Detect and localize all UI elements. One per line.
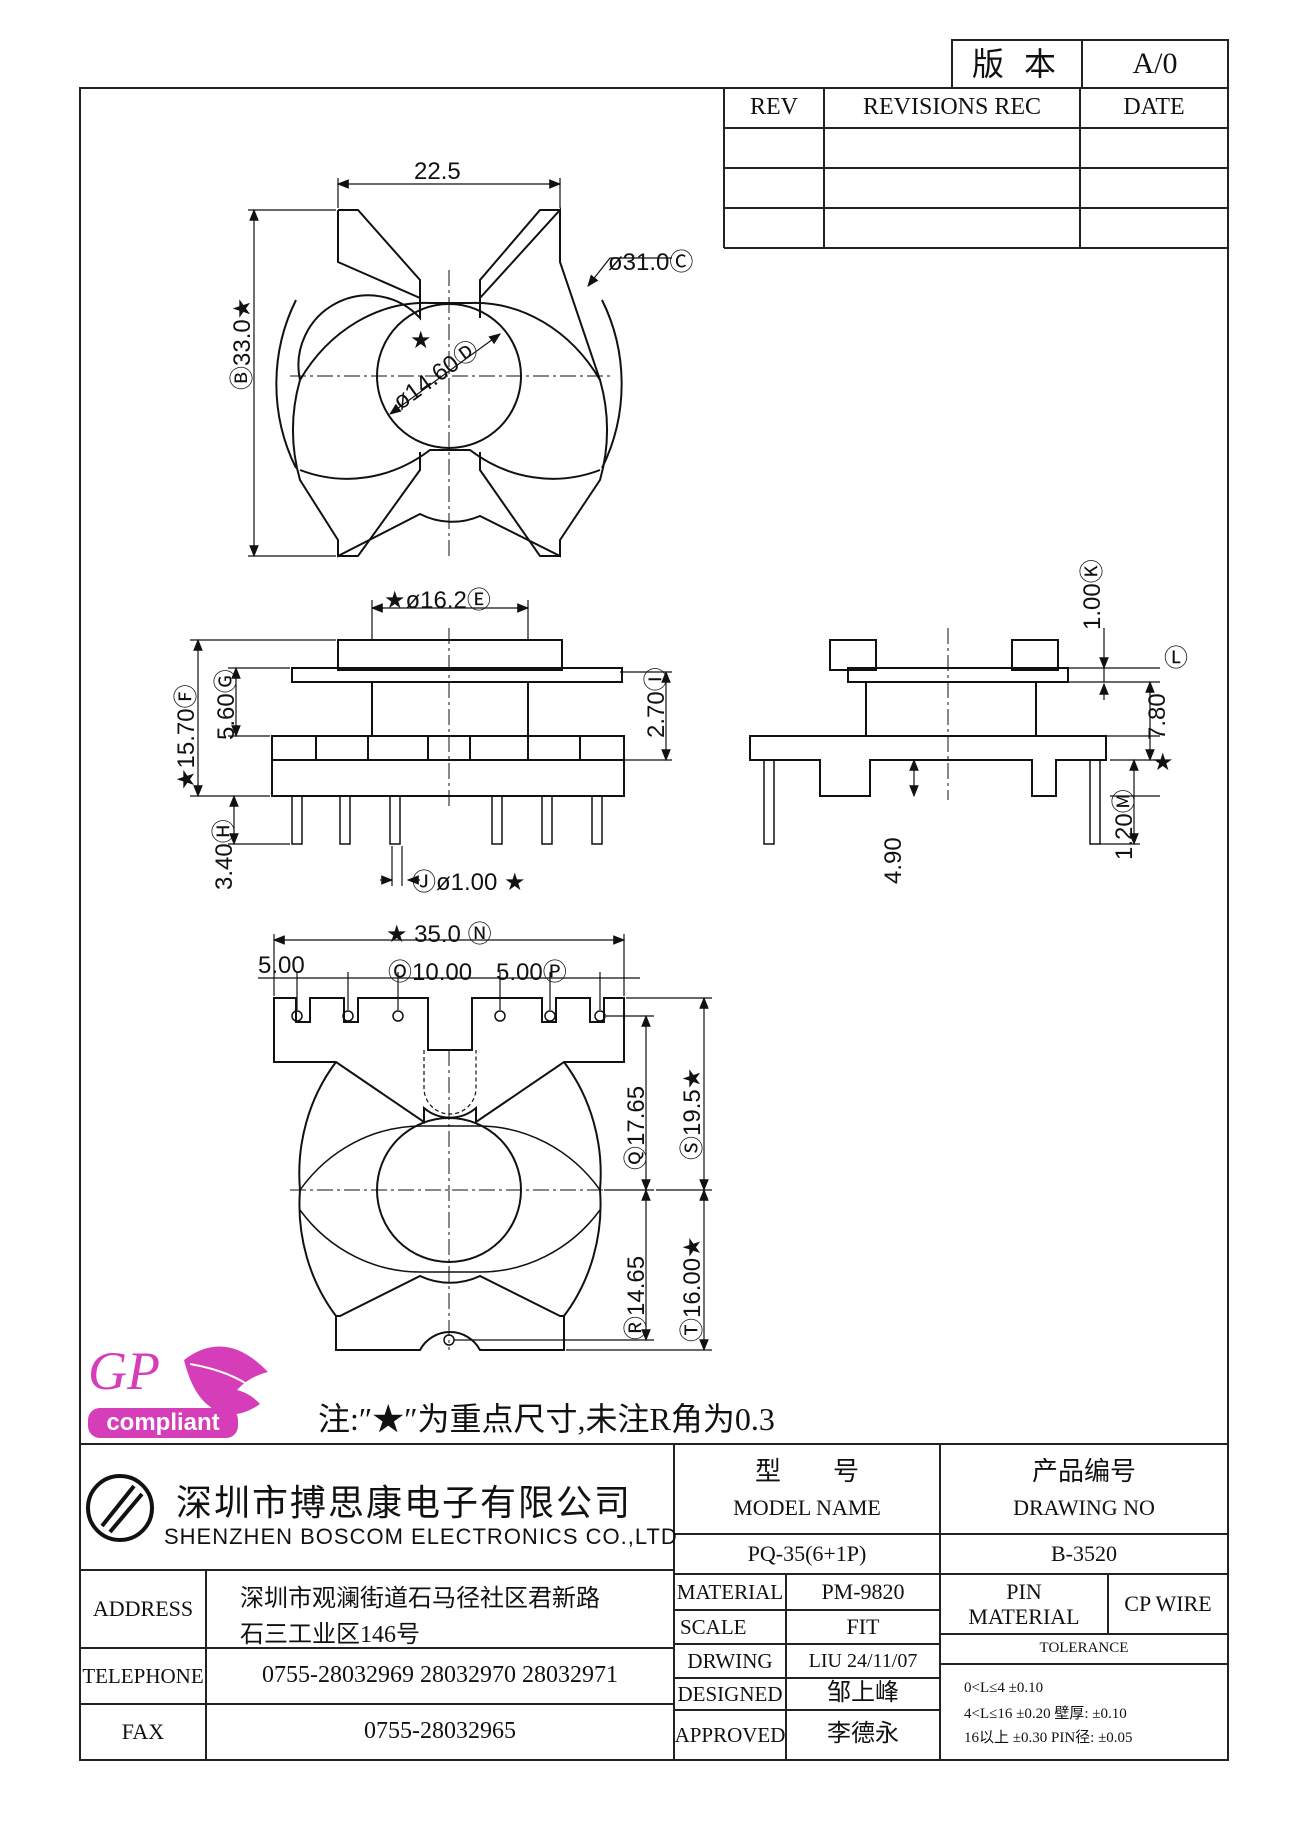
pin-material-value: CP WIRE: [1124, 1591, 1212, 1617]
address-label: ADDRESS: [92, 1596, 194, 1622]
rev-header: REV: [750, 94, 798, 121]
company-logo-icon: [84, 1472, 156, 1549]
approved-label: APPROVED: [674, 1722, 786, 1747]
telephone-label: TELEPHONE: [82, 1663, 204, 1688]
pin-material-label: PIN MATERIAL: [968, 1578, 1080, 1629]
material-value: PM-9820: [821, 1579, 905, 1605]
dim-side-base: 4.90: [880, 837, 907, 884]
dim-front-dia: ★ø16.2Ⓔ: [384, 587, 491, 614]
dim-outer-dia: ø31.0Ⓒ: [608, 249, 694, 276]
address-line-2: 石三工业区146号: [240, 1622, 420, 1648]
drawing-note: 注:″★″为重点尺寸,未注R角为0.3: [318, 1401, 775, 1437]
dim-pitch-3: 5.00Ⓟ: [496, 959, 567, 986]
dim-front-flange-height: 5.60Ⓖ: [213, 669, 240, 740]
scale-label: SCALE: [680, 1614, 747, 1639]
dim-side-k: 1.00Ⓚ: [1079, 559, 1106, 630]
dim-front-total-height: ★15.70Ⓕ: [173, 684, 200, 790]
drawing-no-label-en: DRAWING NO: [1013, 1495, 1155, 1521]
tolerance-line-1: 0<L≤4 ±0.10: [964, 1680, 1044, 1696]
dim-front-right-height: 2.70Ⓘ: [643, 667, 670, 738]
dim-q: Ⓠ17.65: [623, 1085, 650, 1170]
dim-top-width: 22.5: [414, 158, 461, 185]
dim-side-l: Ⓛ: [1164, 645, 1188, 672]
dim-s: Ⓢ19.5★: [679, 1067, 706, 1160]
drawing-value: LIU 24/11/07: [808, 1649, 918, 1672]
gp-compliant-logo: GP compliant: [86, 1334, 276, 1446]
scale-value: FIT: [846, 1614, 880, 1640]
address-line-1: 深圳市观澜街道石马径社区君新路: [240, 1586, 600, 1612]
designed-value: 邹上峰: [827, 1680, 899, 1707]
tolerance-line-3: 16以上 ±0.30 PIN径: ±0.05: [964, 1730, 1133, 1746]
drawing-no-value: B-3520: [1051, 1541, 1117, 1567]
company-name-cn: 深圳市搏思康电子有限公司: [176, 1483, 633, 1523]
leaf-icon: [184, 1346, 268, 1415]
model-label-cn: 型 号: [754, 1457, 859, 1487]
dim-side-m: 1.20Ⓜ: [1111, 789, 1138, 860]
dim-front-pin-length: 3.40Ⓗ: [211, 819, 238, 890]
date-header: DATE: [1123, 94, 1185, 121]
tolerance-label: TOLERANCE: [1039, 1640, 1129, 1657]
model-label-en: MODEL NAME: [733, 1495, 881, 1521]
dim-bottom-width: ★ 35.0 Ⓝ: [386, 921, 492, 948]
dim-t: Ⓣ16.00★: [679, 1236, 706, 1342]
drawing-no-label-cn: 产品编号: [1031, 1457, 1136, 1487]
dim-top-height: Ⓑ33.0★: [229, 297, 256, 390]
company-name-en: SHENZHEN BOSCOM ELECTRONICS CO.,LTD: [164, 1524, 678, 1549]
dim-pin-dia: Ⓙø1.00 ★: [412, 869, 526, 896]
version-value: A/0: [1132, 46, 1178, 80]
fax-label: FAX: [121, 1719, 165, 1745]
material-label: MATERIAL: [676, 1579, 784, 1604]
designed-label: DESIGNED: [677, 1681, 783, 1706]
tolerance-line-2: 4<L≤16 ±0.20 壁厚: ±0.10: [964, 1706, 1127, 1722]
approved-value: 李德永: [827, 1721, 899, 1748]
dim-center-star: ★: [410, 327, 432, 354]
dim-pitch-2: Ⓞ10.00: [388, 959, 473, 986]
fax-value: 0755-28032965: [364, 1718, 516, 1745]
compliant-badge: compliant: [88, 1408, 238, 1438]
technical-drawing: [190, 178, 1160, 1352]
dim-pitch-1: 5.00: [258, 952, 305, 979]
version-label: 版 本: [971, 45, 1062, 82]
model-value: PQ-35(6+1P): [747, 1541, 867, 1567]
drawing-label: DRWING: [687, 1648, 773, 1673]
telephone-value: 0755-28032969 28032970 28032971: [262, 1662, 618, 1689]
side-view: [749, 639, 1107, 845]
dim-side-height: 7.80: [1144, 693, 1171, 740]
dim-r: Ⓡ14.65: [623, 1255, 650, 1340]
revisions-rec-header: REVISIONS REC: [862, 94, 1042, 121]
dim-side-star: ★: [1152, 749, 1174, 776]
gp-text: GP: [88, 1341, 160, 1401]
front-view: [271, 639, 625, 845]
